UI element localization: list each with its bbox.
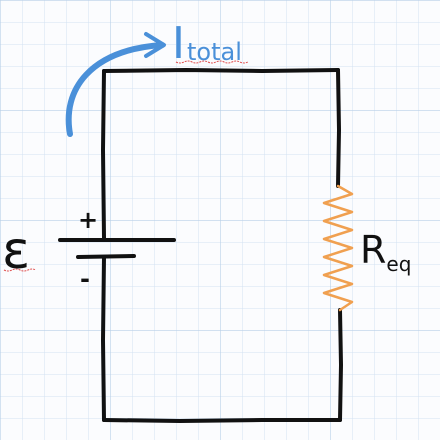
emf-symbol: ε: [2, 221, 30, 281]
negative-sign: -: [80, 265, 90, 293]
left-wire-upper: [101, 69, 106, 240]
right-wire-lower: [338, 308, 343, 422]
resistor-label: Req: [360, 228, 411, 276]
top-wire: [102, 68, 340, 73]
positive-sign: +: [78, 206, 98, 234]
spellcheck-underline: [175, 60, 249, 64]
current-arrow: [65, 32, 166, 137]
arrow-head-icon: [144, 32, 166, 58]
battery-short-plate: [76, 254, 136, 259]
current-arrow-curve: [65, 42, 165, 137]
resistor-symbol: R: [360, 228, 386, 272]
circuit-wires: [101, 68, 343, 423]
current-symbol: I: [172, 18, 185, 69]
emf-underline: [3, 268, 37, 272]
right-wire-upper: [336, 68, 341, 188]
resistor-zigzag: [322, 184, 354, 312]
battery: [58, 238, 176, 259]
left-wire-lower: [101, 255, 106, 422]
resistor-subscript: eq: [386, 252, 411, 276]
current-subscript: total: [187, 38, 242, 66]
bottom-wire: [102, 418, 342, 423]
